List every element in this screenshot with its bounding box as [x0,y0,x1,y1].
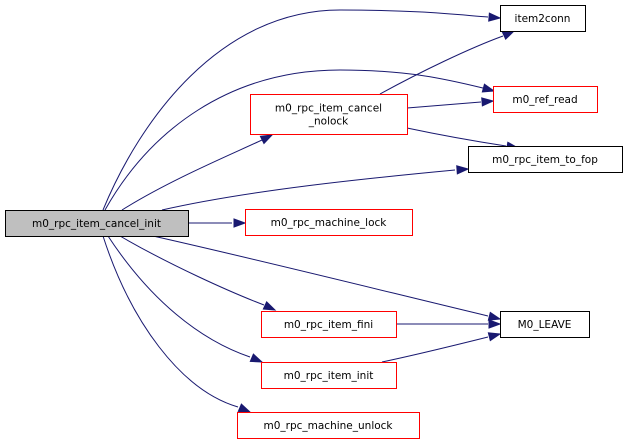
edge-line [119,235,265,306]
node-label: m0_rpc_machine_unlock [263,420,393,432]
node-label: item2conn [515,13,571,25]
arrowhead-icon [488,12,502,22]
edge-root-to-ref_read [104,69,496,211]
node-cancel-nolock[interactable]: m0_rpc_item_cancel_nolock [250,94,408,135]
edge-line [406,101,482,109]
edge-line [406,127,507,147]
edge-item_fini-to-leave [396,319,502,329]
node-box[interactable] [500,5,586,32]
arrowhead-icon [481,97,495,107]
edge-line [152,235,489,317]
node-item-init[interactable]: m0_rpc_item_init [261,362,397,389]
node-label: m0_rpc_item_init [284,370,374,382]
edge-line [381,336,489,363]
node-label: m0_rpc_item_fini [284,319,373,331]
edge-line [102,9,489,211]
arrowhead-icon [487,332,502,342]
edge-cancel_nolock-to-ref_read [406,97,495,109]
arrowhead-icon [456,165,470,175]
edge-line [161,169,456,211]
node-label: m0_rpc_item_to_fop [492,154,598,166]
node-box[interactable] [237,412,420,439]
edge-root-to-item2conn [102,9,502,211]
node-box[interactable] [5,210,189,237]
arrowhead-icon [249,353,264,363]
node-label: m0_rpc_item_cancel [275,103,382,115]
arrowhead-icon [262,300,277,311]
node-machine-unlock[interactable]: m0_rpc_machine_unlock [237,412,420,439]
node-label: _nolock [308,116,349,128]
arrowhead-icon [501,30,516,41]
arrowhead-icon [488,319,502,329]
node-box[interactable] [493,86,598,113]
node-item-fini[interactable]: m0_rpc_item_fini [261,311,397,338]
node-box[interactable] [500,311,590,338]
node-machine-lock[interactable]: m0_rpc_machine_lock [245,209,413,236]
node-box[interactable] [261,311,397,338]
edge-root-to-machine_lock [188,218,247,228]
arrowhead-icon [233,218,247,228]
node-root[interactable]: m0_rpc_item_cancel_init [5,210,189,237]
edge-line [379,35,504,95]
arrowhead-icon [259,134,274,145]
edge-root-to-machine_unlock [102,235,252,413]
node-item2conn[interactable]: item2conn [500,5,586,32]
edge-root-to-item_fini [119,235,277,311]
edge-item_init-to-leave [381,332,502,363]
edge-line [121,139,263,211]
arrowhead-icon [487,311,502,321]
edge-line [102,235,239,408]
edge-line [107,235,251,358]
edge-root-to-cancel_nolock [121,134,274,211]
edge-root-to-to_fop [161,165,470,211]
node-box[interactable] [245,209,413,236]
node-to-fop[interactable]: m0_rpc_item_to_fop [468,146,623,173]
node-label: m0_ref_read [512,94,577,106]
arrowhead-icon [481,83,496,93]
arrowhead-icon [237,403,252,413]
edge-root-to-item_init [107,235,264,363]
edge-line [104,69,484,211]
node-label: m0_rpc_item_cancel_init [32,218,161,230]
edge-root-to-leave [152,235,502,321]
node-label: M0_LEAVE [518,319,572,331]
node-box[interactable] [250,94,408,135]
node-label: m0_rpc_machine_lock [271,217,388,229]
node-leave[interactable]: M0_LEAVE [500,311,590,338]
node-ref-read[interactable]: m0_ref_read [493,86,598,113]
node-box[interactable] [261,362,397,389]
node-box[interactable] [468,146,623,173]
edge-cancel_nolock-to-item2conn [379,30,516,95]
